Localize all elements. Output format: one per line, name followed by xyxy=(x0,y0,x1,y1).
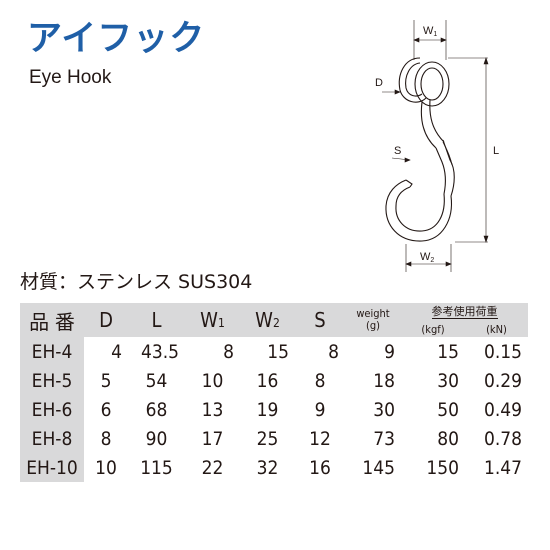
cell-d: 5 xyxy=(100,369,112,392)
page-title-japanese: アイフック xyxy=(27,19,206,59)
header-w1: W1 xyxy=(185,303,240,337)
cell-l: 54 xyxy=(145,369,168,392)
cell-w2: 19 xyxy=(256,398,279,421)
cell-weight: 30 xyxy=(373,398,395,421)
dimension-label-w1: W1 xyxy=(423,25,437,38)
header-load: 参考使用荷重 xyxy=(401,303,528,321)
table-row: EH-5 5 54 10 16 8 18 30 0.29 xyxy=(20,366,528,395)
header-load-kgf: (kgf) xyxy=(401,321,465,337)
table-row: EH-4 4 43.5 8 15 8 9 15 0.15 xyxy=(20,337,528,366)
cell-kn: 0.49 xyxy=(483,398,522,421)
specification-table: 品 番 D L W1 W2 S weight (g) 参考使用荷重 (kgf) … xyxy=(20,303,528,482)
page-title-english: Eye Hook xyxy=(29,67,112,88)
cell-w1: 10 xyxy=(201,369,224,392)
cell-code: EH-6 xyxy=(20,395,84,424)
cell-kn: 0.15 xyxy=(483,340,522,363)
cell-kgf: 30 xyxy=(437,369,459,392)
table-subheader-row: (kgf) (kN) xyxy=(20,321,528,337)
dimension-label-s: S xyxy=(394,145,401,157)
header-load-kn: (kN) xyxy=(465,321,528,337)
cell-weight: 18 xyxy=(373,369,395,392)
cell-d: 4 xyxy=(111,340,122,363)
table-header-row: 品 番 D L W1 W2 S weight (g) 参考使用荷重 xyxy=(20,303,528,337)
cell-w2: 25 xyxy=(256,427,279,450)
cell-d: 10 xyxy=(95,456,117,479)
eye-hook-drawing: W1 D S L W2 xyxy=(375,20,499,272)
cell-kgf: 150 xyxy=(426,456,459,479)
cell-w2: 16 xyxy=(256,369,279,392)
cell-kn: 0.78 xyxy=(483,427,522,450)
cell-d: 8 xyxy=(100,427,112,450)
dimension-label-d: D xyxy=(375,77,383,89)
cell-weight: 145 xyxy=(362,456,395,479)
cell-d: 6 xyxy=(100,398,112,421)
cell-l: 115 xyxy=(140,456,173,479)
cell-kgf: 80 xyxy=(437,427,459,450)
cell-w1: 8 xyxy=(223,340,234,363)
cell-l: 43.5 xyxy=(140,340,179,363)
cell-w2: 15 xyxy=(267,340,289,363)
cell-kn: 0.29 xyxy=(483,369,522,392)
cell-code: EH-5 xyxy=(20,366,84,395)
table-row: EH-10 10 115 22 32 16 145 150 1.47 xyxy=(20,453,528,482)
cell-l: 90 xyxy=(145,427,168,450)
table-row: EH-6 6 68 13 19 9 30 50 0.49 xyxy=(20,395,528,424)
cell-w1: 22 xyxy=(201,456,224,479)
cell-s: 8 xyxy=(328,340,339,363)
cell-kgf: 15 xyxy=(437,340,459,363)
material-label: 材質：ステンレス SUS304 xyxy=(20,271,253,293)
cell-kn: 1.47 xyxy=(483,456,522,479)
cell-s: 8 xyxy=(314,369,326,392)
cell-w2: 32 xyxy=(256,456,279,479)
header-weight: weight (g) xyxy=(345,303,401,337)
header-l: L xyxy=(128,303,185,337)
cell-kgf: 50 xyxy=(437,398,459,421)
table-row: EH-8 8 90 17 25 12 73 80 0.78 xyxy=(20,424,528,453)
header-w2: W2 xyxy=(240,303,295,337)
cell-s: 12 xyxy=(309,427,331,450)
cell-code: EH-4 xyxy=(20,337,84,366)
cell-w1: 13 xyxy=(201,398,224,421)
header-d: D xyxy=(84,303,128,337)
cell-code: EH-8 xyxy=(20,424,84,453)
dimension-label-w2: W2 xyxy=(420,251,434,264)
header-s: S xyxy=(295,303,345,337)
cell-l: 68 xyxy=(145,398,168,421)
dimension-label-l: L xyxy=(493,145,499,157)
cell-code: EH-10 xyxy=(20,453,84,482)
header-code: 品 番 xyxy=(20,303,84,337)
cell-weight: 73 xyxy=(373,427,395,450)
cell-w1: 17 xyxy=(201,427,224,450)
cell-weight: 9 xyxy=(384,340,395,363)
cell-s: 9 xyxy=(314,398,326,421)
cell-s: 16 xyxy=(309,456,331,479)
